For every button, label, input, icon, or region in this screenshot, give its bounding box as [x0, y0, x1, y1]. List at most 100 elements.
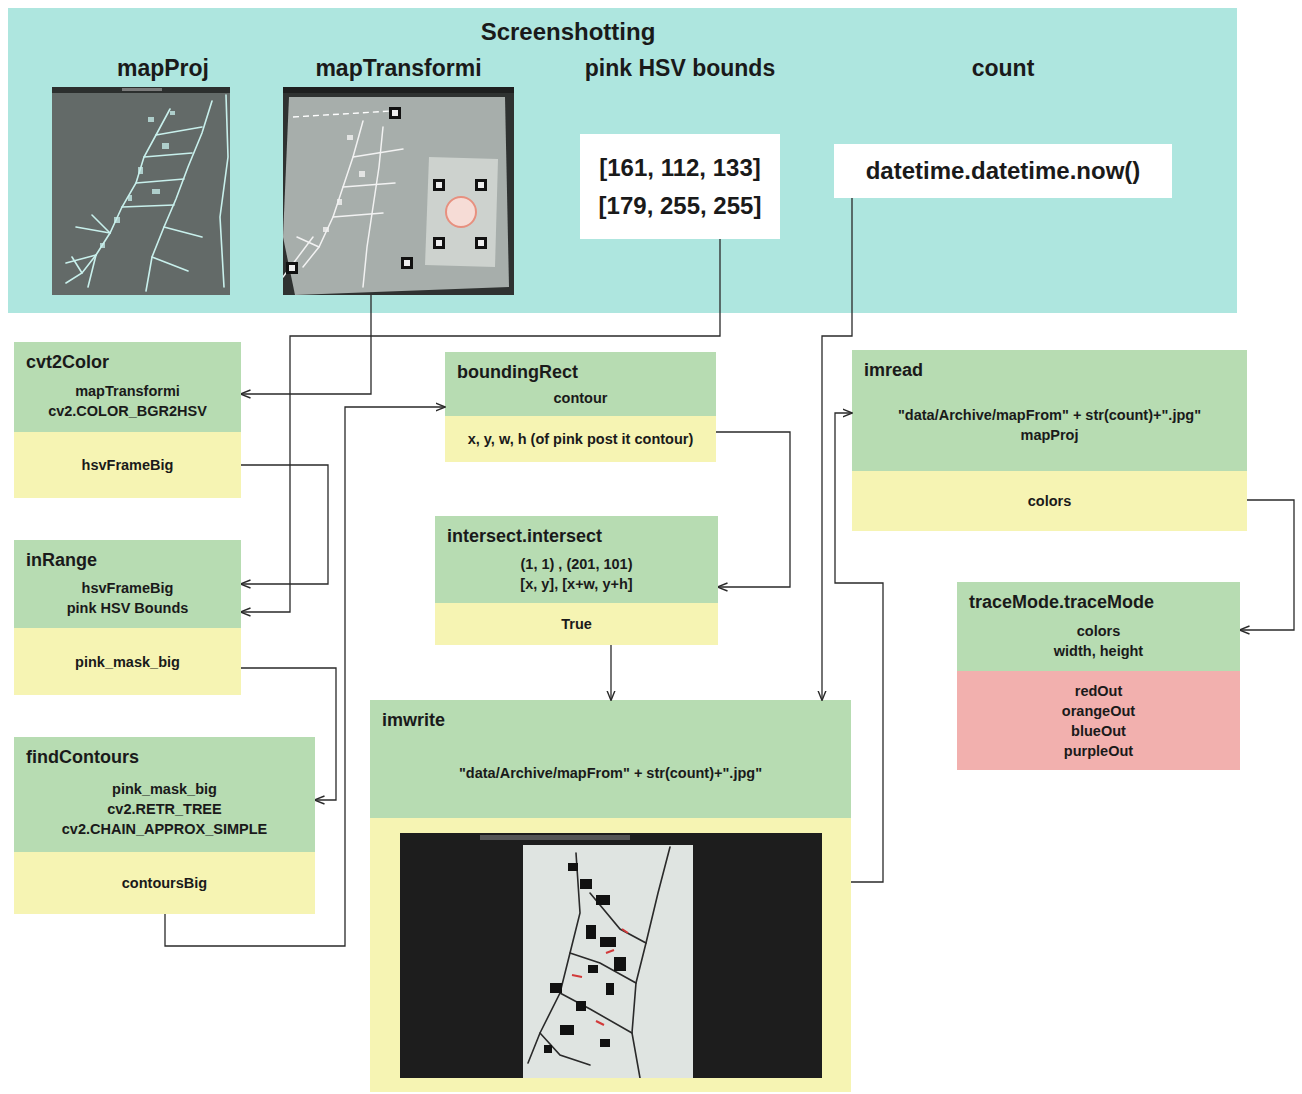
- argument-text: colors: [1077, 621, 1121, 641]
- saved-map-screenshot: [400, 833, 822, 1078]
- output-text: blueOut: [1071, 721, 1126, 741]
- function-box: intersect.intersect(1, 1) , (201, 101)[x…: [435, 516, 718, 645]
- argument-text: contour: [554, 388, 608, 408]
- function-name: imwrite: [382, 708, 445, 732]
- argument-text: mapTransformi: [75, 381, 180, 401]
- band-heading: Screenshotting: [481, 17, 656, 47]
- value-text: datetime.datetime.now(): [866, 152, 1141, 190]
- output-text: x, y, w, h (of pink post it contour): [468, 429, 694, 449]
- output-text: redOut: [1075, 681, 1123, 701]
- argument-list: "data/Archive/mapFrom" + str(count)+".jp…: [382, 732, 839, 810]
- panel-heading-row: mapTransformi: [283, 54, 514, 82]
- function-name: inRange: [26, 548, 97, 572]
- title-row: findContours: [26, 745, 303, 769]
- value-box: datetime.datetime.now(): [834, 144, 1172, 198]
- transformed-map-screenshot: [283, 87, 514, 295]
- call-section: traceMode.traceModecolorswidth, height: [957, 582, 1240, 671]
- argument-list: mapTransformicv2.COLOR_BGR2HSV: [26, 374, 229, 424]
- panel-heading-row: pink HSV bounds: [580, 54, 780, 82]
- argument-text: cv2.CHAIN_APPROX_SIMPLE: [62, 819, 267, 839]
- output-section: [370, 818, 851, 1092]
- output-section: contoursBig: [14, 852, 315, 914]
- panel-heading: mapProj: [117, 54, 209, 82]
- output-text: colors: [1028, 491, 1072, 511]
- projected-map-screenshot: [52, 87, 230, 295]
- function-box: boundingRect contour x, y, w, h (of pink p…: [445, 352, 716, 462]
- panel-heading-row: mapProj: [52, 54, 230, 82]
- function-box: findContourspink_mask_bigcv2.RETR_TREEcv…: [14, 737, 315, 914]
- function-box: traceMode.traceModecolorswidth, heightre…: [957, 582, 1240, 770]
- title-row: inRange: [26, 548, 229, 572]
- title-row: intersect.intersect: [447, 524, 706, 548]
- function-name: boundingRect: [457, 360, 578, 384]
- call-section: boundingRect contour: [445, 352, 716, 416]
- band-heading-row: Screenshotting: [8, 8, 1128, 47]
- argument-list: colorswidth, height: [969, 614, 1228, 663]
- connector-arrow: [716, 432, 790, 587]
- function-name: traceMode.traceMode: [969, 590, 1154, 614]
- function-box: cvt2ColormapTransformicv2.COLOR_BGR2HSVh…: [14, 342, 241, 498]
- screenshot-panel: mapProj: [52, 54, 230, 295]
- call-section: imwrite "data/Archive/mapFrom" + str(coun…: [370, 700, 851, 818]
- value-panel: count datetime.datetime.now(): [834, 54, 1172, 198]
- output-text: pink_mask_big: [75, 652, 180, 672]
- function-box: inRangehsvFrameBigpink HSV Boundspink_ma…: [14, 540, 241, 695]
- argument-list: (1, 1) , (201, 101)[x, y], [x+w, y+h]: [447, 548, 706, 595]
- panel-heading: mapTransformi: [315, 54, 481, 82]
- function-name: findContours: [26, 745, 139, 769]
- call-section: inRangehsvFrameBigpink HSV Bounds: [14, 540, 241, 628]
- argument-text: cv2.COLOR_BGR2HSV: [48, 401, 207, 421]
- panel-heading-row: count: [834, 54, 1172, 82]
- argument-text: hsvFrameBig: [82, 578, 174, 598]
- argument-text: pink_mask_big: [112, 779, 217, 799]
- panel-heading: count: [972, 54, 1035, 82]
- output-text: orangeOut: [1062, 701, 1135, 721]
- argument-text: "data/Archive/mapFrom" + str(count)+".jp…: [459, 763, 762, 783]
- output-section: True: [435, 603, 718, 645]
- output-section: pink_mask_big: [14, 628, 241, 695]
- call-section: findContourspink_mask_bigcv2.RETR_TREEcv…: [14, 737, 315, 852]
- function-name: cvt2Color: [26, 350, 109, 374]
- connector-arrow: [610, 645, 611, 700]
- function-box: imread "data/Archive/mapFrom" + str(count…: [852, 350, 1247, 531]
- connector-arrow: [1240, 500, 1294, 630]
- output-text: contoursBig: [122, 873, 207, 893]
- panel-heading: pink HSV bounds: [585, 54, 775, 82]
- output-section: colors: [852, 471, 1247, 531]
- output-text: hsvFrameBig: [82, 455, 174, 475]
- output-section: hsvFrameBig: [14, 432, 241, 498]
- value-panel: pink HSV bounds [161, 112, 133][179, 255,…: [580, 54, 780, 239]
- connector-arrow: [241, 465, 328, 584]
- title-row: imread: [864, 358, 1235, 382]
- screenshot-panel: mapTransformi: [283, 54, 514, 295]
- output-section: x, y, w, h (of pink post it contour): [445, 416, 716, 462]
- call-section: imread "data/Archive/mapFrom" + str(count…: [852, 350, 1247, 471]
- title-row: imwrite: [382, 708, 839, 732]
- function-name: intersect.intersect: [447, 524, 602, 548]
- argument-text: "data/Archive/mapFrom" + str(count)+".jp…: [898, 405, 1201, 425]
- group-band: mapProj mapTransformi pink HSV bounds [16…: [8, 8, 1237, 313]
- value-box: [161, 112, 133][179, 255, 255]: [580, 134, 780, 239]
- function-name: imread: [864, 358, 923, 382]
- output-text: True: [561, 614, 592, 634]
- argument-text: mapProj: [1020, 425, 1078, 445]
- argument-list: hsvFrameBigpink HSV Bounds: [26, 572, 229, 620]
- argument-text: width, height: [1054, 641, 1143, 661]
- function-box: imwrite "data/Archive/mapFrom" + str(coun…: [370, 700, 851, 1092]
- output-text: purpleOut: [1064, 741, 1133, 761]
- title-row: cvt2Color: [26, 350, 229, 374]
- argument-list: "data/Archive/mapFrom" + str(count)+".jp…: [864, 382, 1235, 463]
- output-section: redOutorangeOutblueOutpurpleOut: [957, 671, 1240, 770]
- value-text: [179, 255, 255]: [599, 187, 762, 225]
- argument-list: pink_mask_bigcv2.RETR_TREEcv2.CHAIN_APPR…: [26, 769, 303, 844]
- argument-text: [x, y], [x+w, y+h]: [520, 574, 632, 594]
- argument-text: (1, 1) , (201, 101): [520, 554, 632, 574]
- call-section: intersect.intersect(1, 1) , (201, 101)[x…: [435, 516, 718, 603]
- argument-text: cv2.RETR_TREE: [107, 799, 221, 819]
- argument-list: contour: [457, 384, 704, 408]
- title-row: traceMode.traceMode: [969, 590, 1228, 614]
- value-text: [161, 112, 133]: [599, 149, 760, 187]
- call-section: cvt2ColormapTransformicv2.COLOR_BGR2HSV: [14, 342, 241, 432]
- argument-text: pink HSV Bounds: [67, 598, 189, 618]
